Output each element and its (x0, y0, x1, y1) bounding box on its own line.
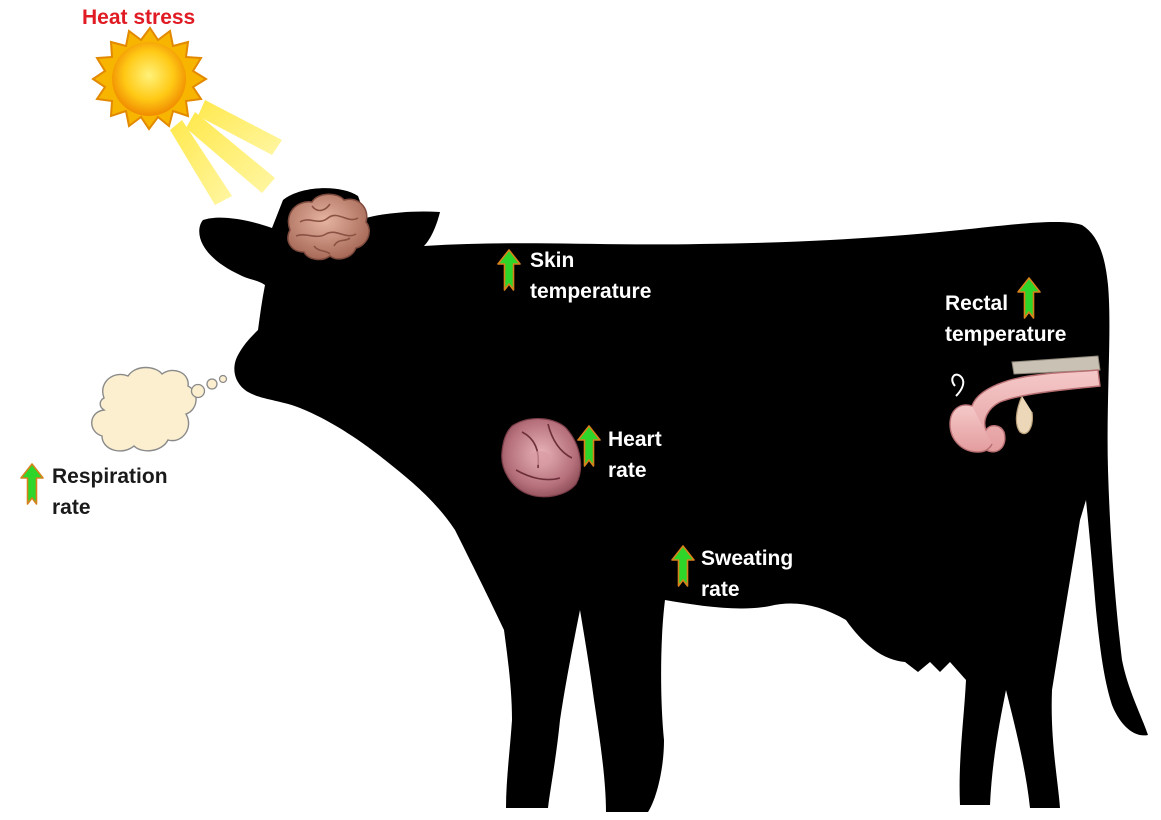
skin-temperature-label: Skin temperature (530, 245, 651, 307)
sun-disc (93, 28, 206, 129)
respiration-rate-line-1: Respiration (52, 461, 168, 492)
heart-rate-line-2: rate (608, 455, 662, 486)
heat-stress-title: Heat stress (82, 6, 195, 30)
sweating-rate-line-1: Sweating (701, 543, 793, 574)
thought-cloud-icon (92, 368, 227, 451)
skin-temperature-line-1: Skin (530, 245, 651, 276)
heart-rate-line-1: Heart (608, 424, 662, 455)
skin-temperature-line-2: temperature (530, 276, 651, 307)
respiration-rate-up-arrow-icon (21, 464, 43, 504)
sweating-rate-label: Sweating rate (701, 543, 793, 605)
respiration-rate-label: Respiration rate (52, 461, 168, 523)
heart-rate-label: Heart rate (608, 424, 662, 486)
respiration-rate-line-2: rate (52, 492, 168, 523)
sweating-rate-line-2: rate (701, 574, 793, 605)
rectal-temperature-label: Rectal temperature (945, 288, 1066, 350)
sun-icon (93, 28, 282, 205)
rectal-temperature-line-2: temperature (945, 319, 1066, 350)
rectal-temperature-line-1: Rectal (945, 288, 1066, 319)
cow-silhouette (199, 188, 1148, 812)
